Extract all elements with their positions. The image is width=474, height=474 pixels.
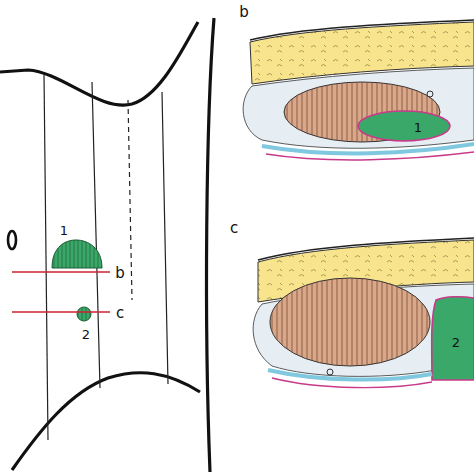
section-letter: b	[239, 5, 249, 20]
callout-number: 1	[414, 121, 422, 134]
abdomen-front-view	[0, 18, 214, 472]
callout-number: 2	[82, 328, 90, 341]
callout-number: 2	[452, 336, 460, 349]
cross-section-c	[253, 238, 474, 388]
section-letter: c	[230, 221, 238, 236]
section-line-letter: c	[116, 306, 124, 321]
section-line-letter: b	[115, 266, 125, 281]
cross-section-b	[243, 20, 474, 160]
callout-number: 1	[60, 224, 68, 237]
